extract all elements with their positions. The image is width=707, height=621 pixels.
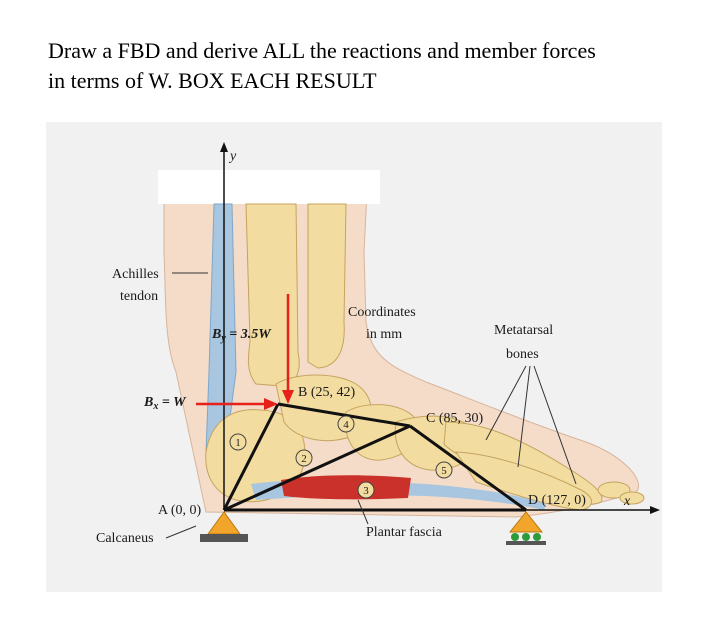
member-BC-line [277, 402, 411, 428]
truss-members [222, 402, 527, 512]
top-blank-area [158, 170, 380, 204]
achilles-label-line2: tendon [120, 289, 158, 304]
metatarsal-label-line2: bones [506, 347, 539, 362]
member-2-circle [295, 449, 313, 467]
member-AC-line [223, 424, 411, 512]
achilles-label-line1: Achilles [112, 267, 159, 282]
member-1-label: 1 [235, 437, 241, 449]
x-axis-arrowhead [650, 506, 660, 514]
bx-force-arrowhead [264, 398, 278, 410]
member-AB-line [222, 403, 280, 511]
y-axis-label: y [228, 149, 237, 164]
metatarsal-label-line1: Metatarsal [494, 323, 553, 338]
plantar-muscle [281, 475, 411, 500]
by-force-arrowhead [282, 390, 294, 404]
metatarsal-bone-2 [455, 451, 592, 511]
tibia-bone [245, 203, 300, 387]
fibula-bone [307, 203, 347, 369]
roller-wheel-2 [522, 533, 530, 541]
metatarsal-leader-lines [485, 365, 577, 485]
roller-wheel-3 [533, 533, 541, 541]
problem-line-1: Draw a FBD and derive ALL the reactions … [48, 38, 596, 63]
by-force-label: By = 3.5W [211, 327, 272, 344]
y-axis-arrowhead [220, 142, 228, 152]
plantar-fascia-label: Plantar fascia [366, 525, 443, 540]
foot-truss-figure: y x 1 2 3 4 5 Achilles t [46, 122, 662, 592]
plantar-fascia-leader-line [357, 499, 369, 525]
calcaneus-leader-line [165, 525, 197, 539]
member-2-label: 2 [301, 453, 307, 465]
member-1-circle [229, 433, 247, 451]
point-c-label: C (85, 30) [426, 411, 484, 426]
roller-wheel-1 [511, 533, 519, 541]
figure-svg: y x 1 2 3 4 5 Achilles t [46, 122, 662, 592]
x-axis-label: x [623, 494, 631, 509]
member-4-circle [337, 415, 355, 433]
member-CD-line [409, 424, 527, 512]
toe-bone-1 [597, 481, 631, 499]
roller-support-ground [506, 541, 546, 545]
toe-bone-2 [619, 491, 645, 505]
problem-statement: Draw a FBD and derive ALL the reactions … [48, 36, 688, 96]
point-d-label: D (127, 0) [528, 493, 586, 508]
point-a-label: A (0, 0) [158, 503, 202, 518]
point-b-label: B (25, 42) [298, 385, 356, 400]
problem-line-2: in terms of W. BOX EACH RESULT [48, 68, 377, 93]
roller-support-d [508, 511, 544, 533]
coordinates-label-line2: in mm [366, 327, 402, 342]
coordinates-label-line1: Coordinates [348, 305, 416, 320]
pin-support-ground [200, 534, 248, 542]
member-5-label: 5 [441, 465, 447, 477]
member-5-circle [435, 461, 453, 479]
calcaneus-label: Calcaneus [96, 531, 154, 546]
member-4-label: 4 [343, 419, 349, 431]
bx-force-label: Bx = W [143, 395, 187, 412]
member-3-label: 3 [363, 485, 369, 497]
member-3-circle [357, 481, 375, 499]
member-labels: 1 2 3 4 5 [229, 415, 453, 499]
